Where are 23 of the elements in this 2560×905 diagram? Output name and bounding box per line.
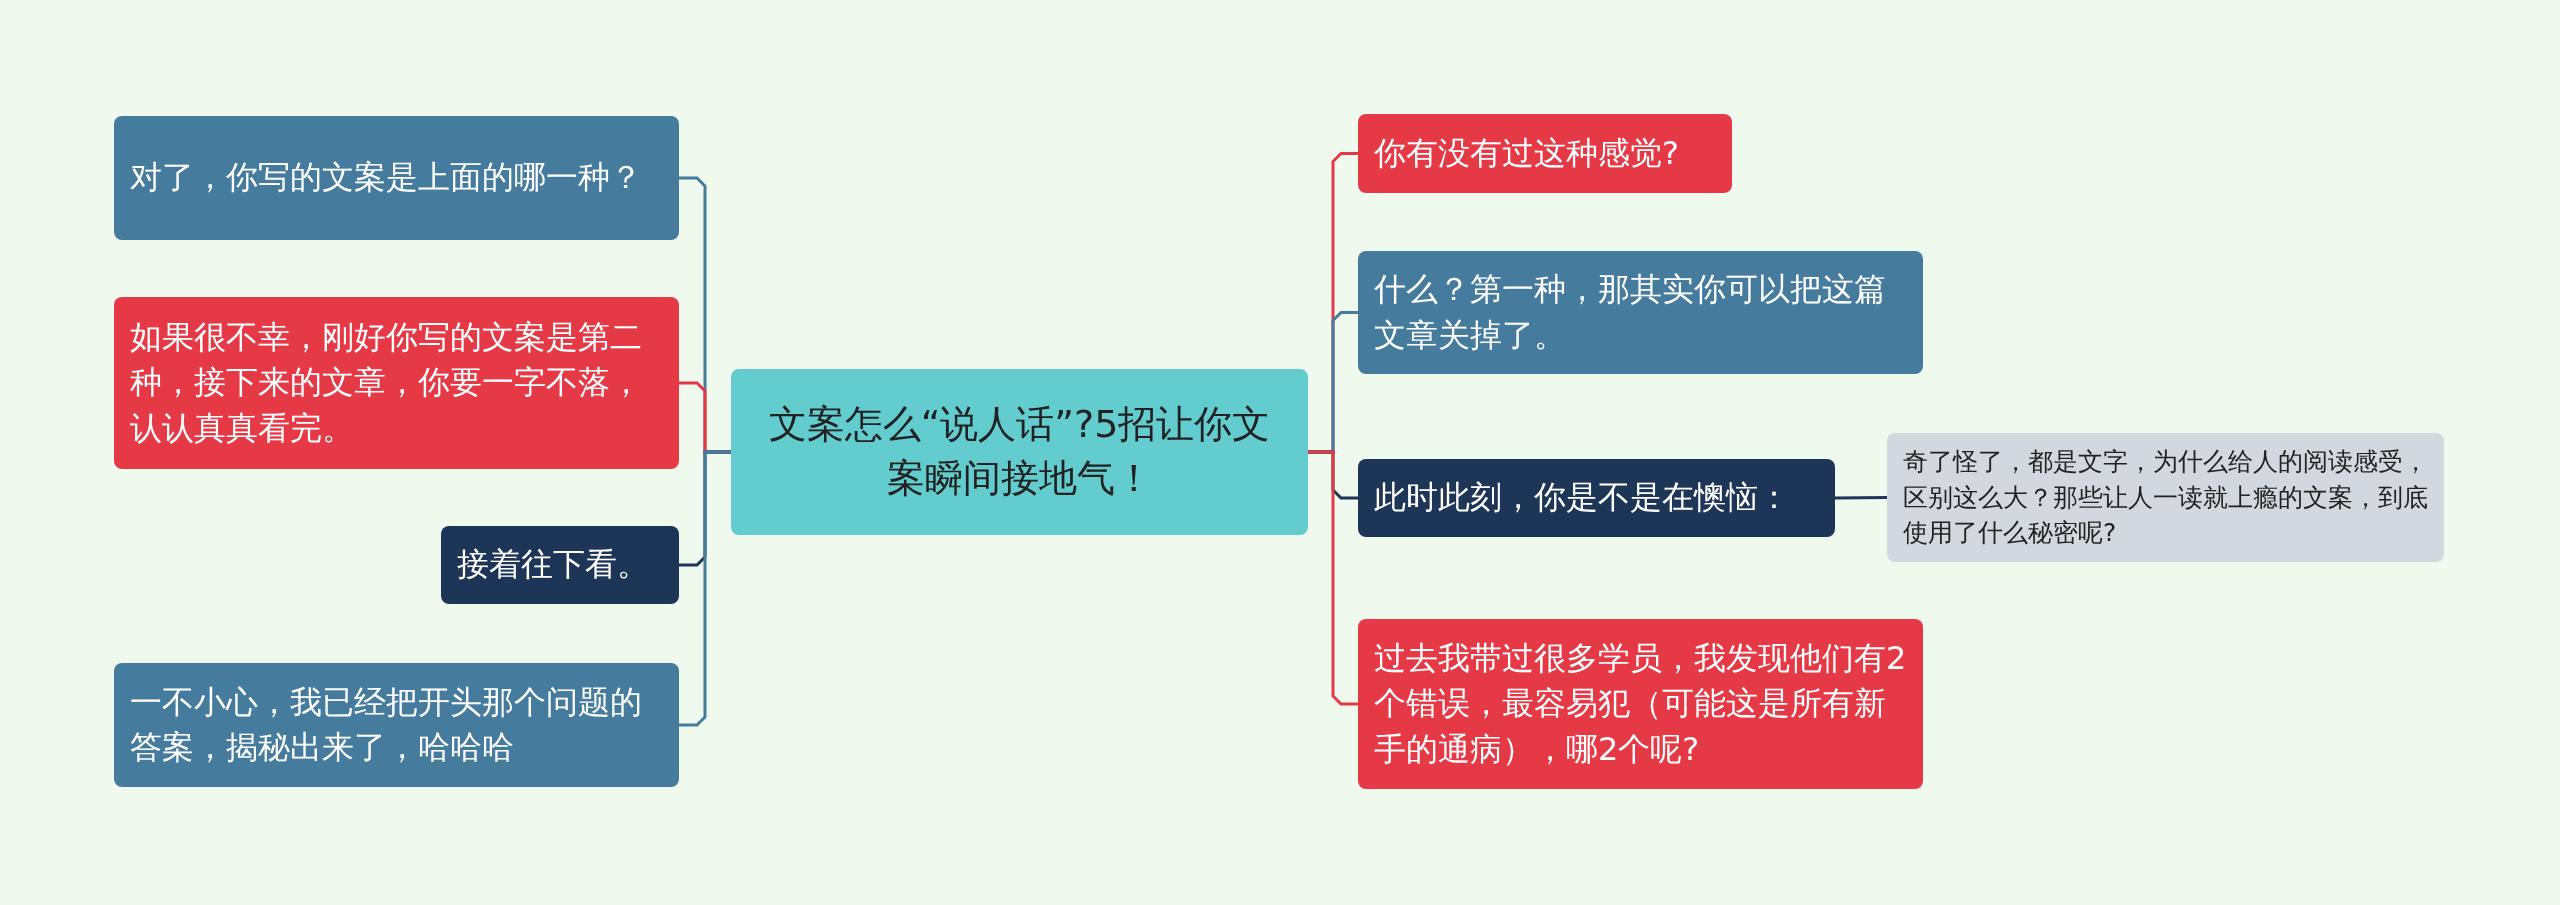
topic-text: 过去我带过很多学员，我发现他们有2个错误，最容易犯（可能这是所有新手的通病），哪2个呢? [1374,637,1907,770]
connector-line [1835,496,1887,500]
topic-text: 对了，你写的文案是上面的哪一种？ [130,157,642,199]
topic-box [1358,459,1835,537]
topic-box [114,116,679,240]
connector-line [1308,450,1358,706]
topic-box [441,526,679,604]
topic-text: 奇了怪了，都是文字，为什么给人的阅读感受，区别这么大？那些让人一读就上瘾的文案，到底使用了什么秘密呢? [1903,446,2428,550]
topic-text: 什么？第一种，那其实你可以把这篇文章关掉了。 [1374,269,1887,356]
topic-box [731,369,1308,535]
topic-text: 如果很不幸，刚好你写的文案是第二种，接下来的文章，你要一字不落，认认真真看完。 [130,316,643,449]
topic-text: 接着往下看。 [457,544,649,586]
topic-text: 你有没有过这种感觉? [1374,132,1679,174]
connector-line [679,450,731,727]
topic-box [114,663,679,787]
topic-box [1358,251,1923,374]
topic-text: 文案怎么“说人话”?5招让你文案瞬间接地气！ [767,401,1272,502]
topic-text: 此时此刻，你是不是在懊恼： [1374,477,1790,519]
topic-text: 一不小心，我已经把开头那个问题的答案，揭秘出来了，哈哈哈 [130,681,643,768]
topic-box [1358,619,1923,789]
topic-box [1358,114,1732,193]
topic-box [1887,433,2444,562]
topic-box [114,297,679,469]
